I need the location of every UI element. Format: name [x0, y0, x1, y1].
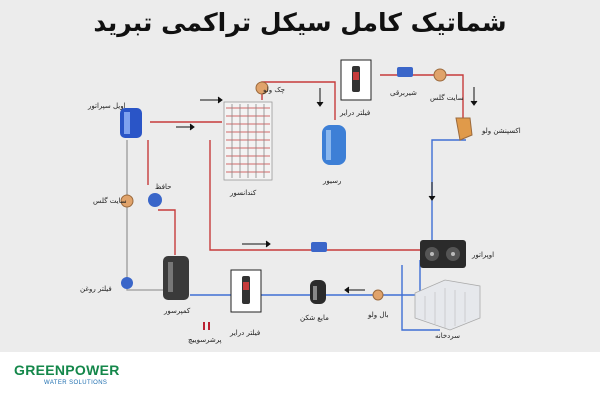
pipe-coldroom — [401, 265, 440, 331]
brand-logo: GREENPOWER — [14, 362, 120, 378]
label-filter-dryer-top: فیلتر درایر — [340, 109, 371, 117]
evaporator-shape — [420, 240, 466, 268]
compressor-shape — [163, 256, 189, 300]
receiver-tank-shape — [322, 125, 346, 165]
label-ball-valve: بال ولو — [368, 311, 389, 319]
label-accumulator: حافظ — [155, 183, 172, 191]
label-sight-glass-left: سایت گلس — [93, 197, 127, 205]
label-filter-dryer-bottom: فیلتر درایر — [230, 329, 261, 337]
oil-separator-shape — [120, 108, 142, 138]
pipe-suction — [190, 260, 421, 296]
label-cold-room: سردخانه — [435, 332, 461, 340]
label-oil-separator: اویل سپراتور — [88, 102, 126, 110]
filter-dryer-bottom-shape — [230, 269, 262, 313]
cold-room-shape — [414, 279, 481, 331]
label-oil-filter: فیلتر روغن — [80, 285, 112, 293]
pipe-hot-return — [147, 140, 420, 251]
flow-arrows — [176, 87, 478, 294]
label-pressure-switch: پرشرسوییچ — [188, 336, 222, 344]
pipe-oil-return — [126, 140, 167, 291]
label-condenser: کندانسور — [230, 189, 257, 197]
label-receiver: رسیور — [323, 177, 342, 185]
pipe-evap-supply — [431, 139, 466, 240]
label-expansion-valve: اکسپنشن ولو — [482, 127, 521, 135]
label-evaporator: اوپراتور — [472, 251, 495, 259]
footer-bar — [0, 352, 600, 400]
label-solenoid-valve: شیربرقی — [390, 89, 417, 97]
condenser-coil — [223, 101, 273, 181]
fittings — [120, 67, 473, 330]
label-check-valve: چک ولو — [263, 86, 285, 94]
page-title: شماتیک کامل سیکل تراکمی تبرید — [93, 8, 507, 37]
label-compressor: کمپرسور — [164, 307, 191, 315]
liquid-trap-shape — [310, 280, 326, 304]
pipe-accumulator-comp — [158, 209, 176, 255]
label-sight-glass-top: سایت گلس — [430, 94, 464, 102]
filter-dryer-top-shape — [340, 59, 372, 101]
label-liquid-trap: مایع شکن — [300, 314, 329, 322]
brand-tagline: WATER SOLUTIONS — [44, 380, 108, 386]
